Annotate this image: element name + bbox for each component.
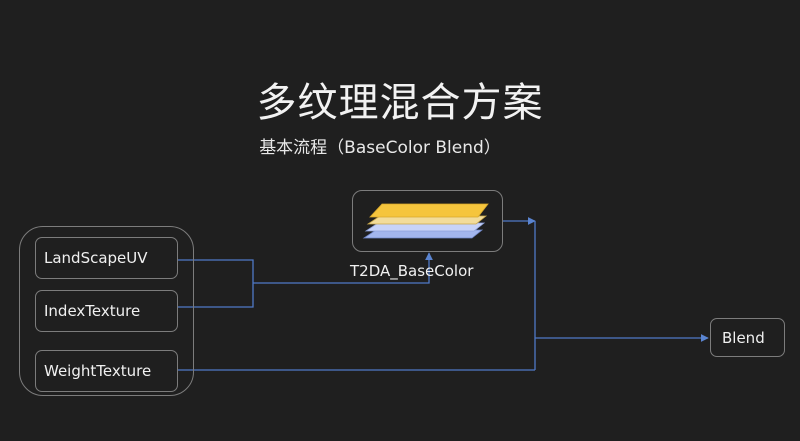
node-blend[interactable]: Blend <box>710 318 785 357</box>
node-weight-texture[interactable]: WeightTexture <box>35 350 178 392</box>
wire-landscape-uv <box>178 259 254 283</box>
page-title: 多纹理混合方案 <box>256 80 544 126</box>
texture-array-label: T2DA_BaseColor <box>350 262 474 280</box>
node-index-texture[interactable]: IndexTexture <box>35 290 178 332</box>
node-label: WeightTexture <box>44 362 152 380</box>
node-label: IndexTexture <box>44 302 141 320</box>
wire-to-texture-array <box>253 252 433 284</box>
node-label: LandScapeUV <box>44 249 148 267</box>
node-label: Blend <box>722 328 765 347</box>
node-landscape-uv[interactable]: LandScapeUV <box>35 237 178 279</box>
node-texture-array[interactable] <box>352 190 503 252</box>
texture-layer-4 <box>368 203 489 217</box>
page-subtitle: 基本流程（BaseColor Blend） <box>259 138 501 158</box>
texture-layers-icon <box>362 203 489 238</box>
wire-index-texture <box>178 283 254 308</box>
input-group-frame <box>19 226 194 396</box>
